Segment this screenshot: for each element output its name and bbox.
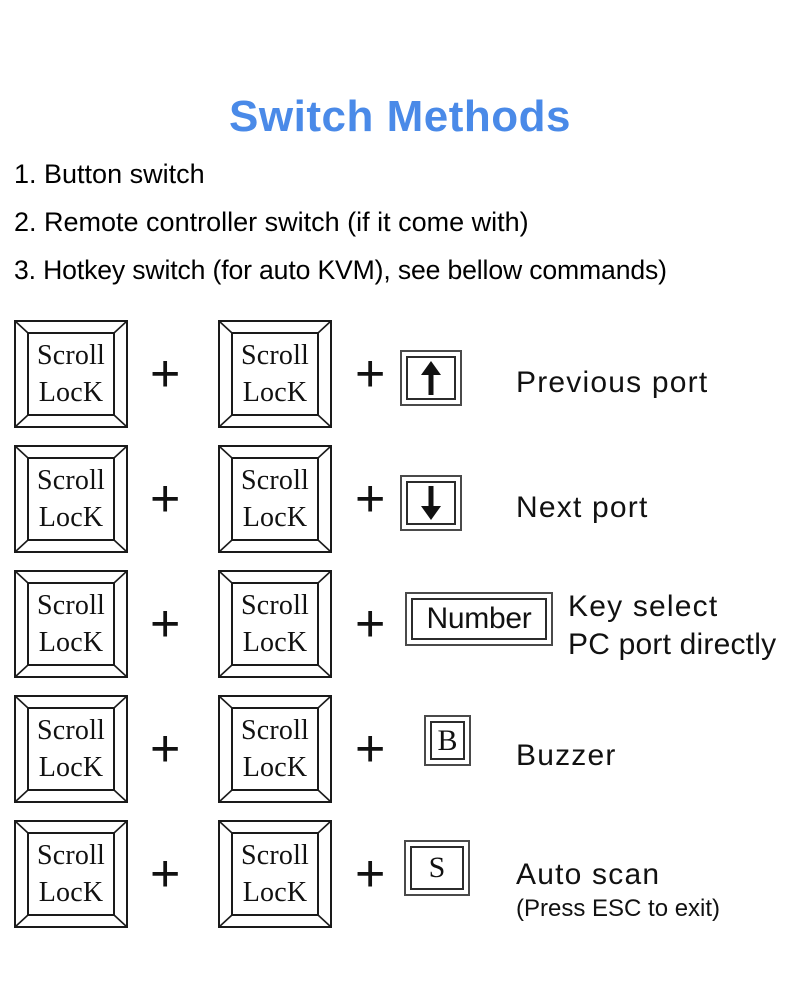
- keycap-label-line2: LocK: [242, 752, 308, 783]
- keycap-label-line1: Scroll: [36, 590, 106, 621]
- b-key[interactable]: B: [424, 715, 471, 766]
- scroll-lock-keycap[interactable]: Scroll LocK: [14, 445, 128, 553]
- page-title: Switch Methods: [229, 92, 571, 141]
- arrow-up-key[interactable]: [400, 350, 462, 406]
- hotkey-command-table: Scroll LocK + Scroll LocK +: [0, 312, 800, 937]
- row-description-auto-scan: Auto scan (Press ESC to exit): [516, 856, 720, 924]
- plus-symbol-2: +: [355, 595, 386, 653]
- plus-symbol-1: +: [150, 720, 181, 778]
- list-item-button-switch: 1. Button switch: [14, 159, 205, 189]
- keycap-inner-face: [27, 332, 115, 416]
- keycap-label: Scroll LocK: [14, 832, 128, 916]
- description-line-1: Key select: [568, 590, 719, 623]
- row-description-key-select: Key select PC port directly: [568, 588, 776, 664]
- keycap-label: Scroll LocK: [14, 457, 128, 541]
- keycap-label-line2: LocK: [38, 502, 104, 533]
- description-line-1: Buzzer: [516, 739, 617, 772]
- keycap-label-line2: LocK: [38, 627, 104, 658]
- keycap-label: Scroll LocK: [218, 332, 332, 416]
- plus-symbol-1: +: [150, 470, 181, 528]
- hotkey-row-key-select: Scroll LocK + Scroll LocK + Number: [0, 562, 800, 687]
- keycap-label-line2: LocK: [242, 502, 308, 533]
- keycap-inner-face: [27, 457, 115, 541]
- arrow-down-key-face: [406, 481, 456, 525]
- keycap-label: Scroll LocK: [218, 832, 332, 916]
- scroll-lock-keycap-second[interactable]: Scroll LocK: [218, 570, 332, 678]
- arrow-up-icon: [421, 361, 441, 395]
- s-key-face: S: [410, 846, 464, 890]
- hotkey-row-auto-scan: Scroll LocK + Scroll LocK + S: [0, 812, 800, 937]
- keycap-label-line2: LocK: [242, 627, 308, 658]
- arrow-down-icon: [421, 486, 441, 520]
- keycap-inner-face: [27, 707, 115, 791]
- plus-symbol-2: +: [355, 470, 386, 528]
- description-line-2: PC port directly: [568, 628, 777, 661]
- row-description-buzzer: Buzzer: [516, 737, 617, 775]
- hotkey-row-previous-port: Scroll LocK + Scroll LocK +: [0, 312, 800, 437]
- plus-symbol-1: +: [150, 595, 181, 653]
- keycap-inner-face: [231, 332, 319, 416]
- description-sub-note: (Press ESC to exit): [516, 895, 721, 922]
- arrow-up-key-face: [406, 356, 456, 400]
- hotkey-row-next-port: Scroll LocK + Scroll LocK +: [0, 437, 800, 562]
- hotkey-row-buzzer: Scroll LocK + Scroll LocK + B: [0, 687, 800, 812]
- arrow-down-key[interactable]: [400, 475, 462, 531]
- keycap-label: Scroll LocK: [218, 582, 332, 666]
- scroll-lock-keycap-second[interactable]: Scroll LocK: [218, 695, 332, 803]
- row-description-previous-port: Previous port: [516, 364, 708, 402]
- s-key-label: S: [428, 851, 446, 884]
- keycap-label: Scroll LocK: [14, 707, 128, 791]
- keycap-label-line1: Scroll: [36, 465, 106, 496]
- number-key-face: Number: [411, 598, 547, 640]
- plus-symbol-1: +: [150, 845, 181, 903]
- scroll-lock-keycap[interactable]: Scroll LocK: [14, 695, 128, 803]
- number-key[interactable]: Number: [405, 592, 553, 646]
- keycap-inner-face: [27, 582, 115, 666]
- list-item-remote-controller-switch: 2. Remote controller switch (if it come …: [14, 207, 529, 237]
- scroll-lock-keycap[interactable]: Scroll LocK: [14, 570, 128, 678]
- scroll-lock-keycap[interactable]: Scroll LocK: [14, 820, 128, 928]
- list-item-hotkey-switch: 3. Hotkey switch (for auto KVM), see bel…: [14, 255, 667, 285]
- scroll-lock-keycap-second[interactable]: Scroll LocK: [218, 820, 332, 928]
- description-line-1: Previous port: [516, 366, 709, 399]
- description-line-1: Next port: [516, 491, 649, 524]
- keycap-label: Scroll LocK: [14, 582, 128, 666]
- description-line-1: Auto scan: [516, 858, 661, 891]
- scroll-lock-keycap-second[interactable]: Scroll LocK: [218, 445, 332, 553]
- keycap-label: Scroll LocK: [14, 332, 128, 416]
- row-description-next-port: Next port: [516, 489, 649, 527]
- plus-symbol-2: +: [355, 720, 386, 778]
- keycap-label-line1: Scroll: [36, 715, 106, 746]
- number-key-label: Number: [426, 602, 532, 635]
- keycap-inner-face: [231, 582, 319, 666]
- keycap-label-line2: LocK: [38, 877, 104, 908]
- scroll-lock-keycap-second[interactable]: Scroll LocK: [218, 320, 332, 428]
- plus-symbol-2: +: [355, 845, 386, 903]
- keycap-inner-face: [231, 707, 319, 791]
- keycap-label-line1: Scroll: [240, 590, 310, 621]
- keycap-label-line2: LocK: [242, 377, 308, 408]
- keycap-label-line1: Scroll: [240, 340, 310, 371]
- keycap-label: Scroll LocK: [218, 457, 332, 541]
- keycap-inner-face: [231, 457, 319, 541]
- keycap-label-line2: LocK: [38, 377, 104, 408]
- keycap-label-line2: LocK: [242, 877, 308, 908]
- keycap-label-line1: Scroll: [240, 715, 310, 746]
- b-key-face: B: [430, 721, 465, 760]
- keycap-label-line1: Scroll: [240, 840, 310, 871]
- b-key-label: B: [437, 723, 458, 757]
- keycap-inner-face: [27, 832, 115, 916]
- keycap-label-line1: Scroll: [36, 840, 106, 871]
- switch-methods-list: 1. Button switch 2. Remote controller sw…: [14, 150, 794, 294]
- scroll-lock-keycap[interactable]: Scroll LocK: [14, 320, 128, 428]
- keycap-label-line1: Scroll: [36, 340, 106, 371]
- plus-symbol-1: +: [150, 345, 181, 403]
- keycap-label-line1: Scroll: [240, 465, 310, 496]
- s-key[interactable]: S: [404, 840, 470, 896]
- plus-symbol-2: +: [355, 345, 386, 403]
- keycap-label-line2: LocK: [38, 752, 104, 783]
- keycap-label: Scroll LocK: [218, 707, 332, 791]
- keycap-inner-face: [231, 832, 319, 916]
